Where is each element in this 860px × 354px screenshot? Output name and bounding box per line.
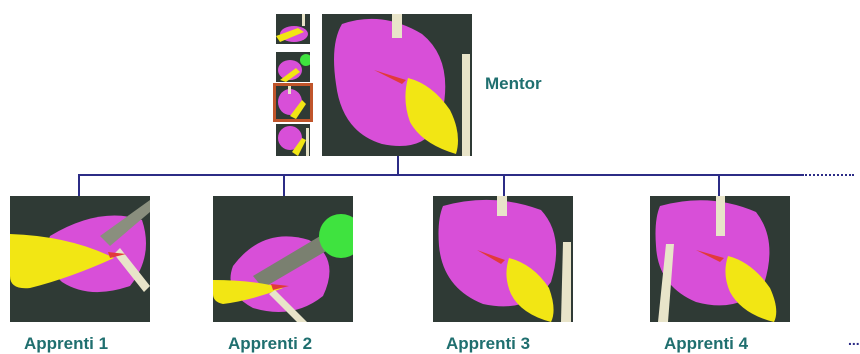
mentor-label: Mentor xyxy=(485,74,542,94)
mentor-scene-image xyxy=(322,14,472,156)
horizontal-connector xyxy=(78,174,802,176)
scene-thumbnail-2-image xyxy=(276,52,310,82)
apprentice-3-connector xyxy=(503,174,505,196)
apprentice-3-label: Apprenti 3 xyxy=(446,334,530,354)
apprentice-4-connector xyxy=(718,174,720,196)
apprentice-3-view xyxy=(433,196,573,322)
apprentice-2-view xyxy=(213,196,353,322)
apprentice-2-scene-image xyxy=(213,196,353,322)
view-thumbnail-2[interactable] xyxy=(276,52,310,82)
scene-thumbnail-3-image xyxy=(276,86,310,119)
mentor-down-connector xyxy=(397,156,399,174)
mentor-view xyxy=(322,14,472,156)
view-thumbnail-3[interactable] xyxy=(276,86,310,119)
apprentice-1-connector xyxy=(78,174,80,196)
apprentice-1-scene-image xyxy=(10,196,150,322)
more-apprentices-ellipsis: ... xyxy=(848,332,860,348)
apprentice-4-scene-image xyxy=(650,196,790,322)
apprentice-4-label: Apprenti 4 xyxy=(664,334,748,354)
apprentice-4-view xyxy=(650,196,790,322)
scene-thumbnail-4-image xyxy=(276,124,310,156)
apprentice-2-label: Apprenti 2 xyxy=(228,334,312,354)
apprentice-2-connector xyxy=(283,174,285,196)
apprentice-1-view xyxy=(10,196,150,322)
horizontal-connector-dotted xyxy=(802,174,854,176)
view-thumbnail-4[interactable] xyxy=(276,124,310,156)
apprentice-1-label: Apprenti 1 xyxy=(24,334,108,354)
apprentice-3-scene-image xyxy=(433,196,573,322)
view-thumbnail-1[interactable] xyxy=(276,14,310,44)
scene-thumbnail-1-image xyxy=(276,14,310,44)
